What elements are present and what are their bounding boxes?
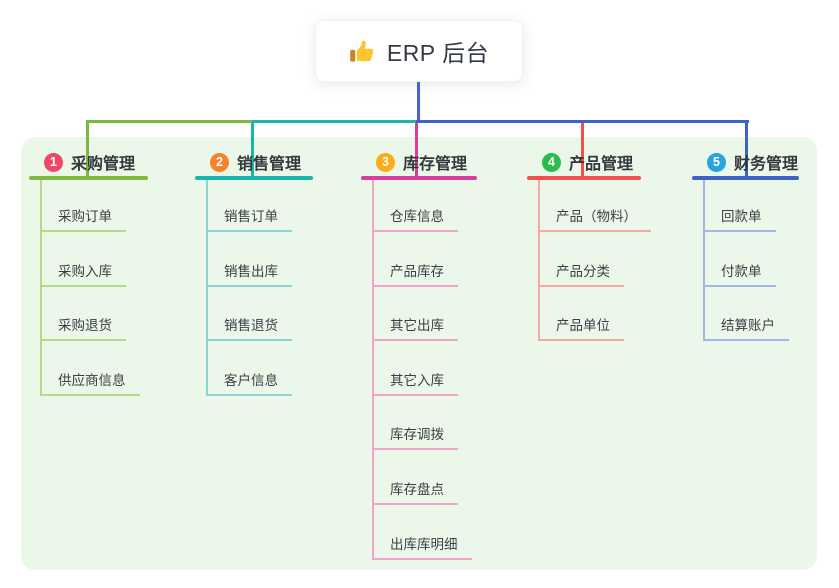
child-node[interactable]: 付款单	[703, 259, 776, 287]
child-node[interactable]: 回款单	[703, 204, 776, 232]
branch-trunk-line	[40, 180, 42, 396]
branch-title: 财务管理	[734, 156, 799, 173]
child-node[interactable]: 产品（物料）	[538, 204, 651, 232]
child-node[interactable]: 其它出库	[372, 313, 458, 342]
branch-number-badge: 5	[707, 152, 726, 172]
branch-4-drop-line	[581, 120, 584, 178]
branch-sales: 2 销售管理 销售订单销售出库销售退货客户信息	[195, 150, 313, 396]
child-node[interactable]: 产品分类	[538, 259, 624, 287]
branch-title: 采购管理	[71, 156, 136, 173]
branch-trunk-line	[206, 180, 208, 396]
branch-1-drop-line	[86, 120, 89, 178]
root-node-label: ERP 后台	[386, 40, 490, 66]
child-node[interactable]: 销售订单	[206, 204, 292, 232]
branch-number-badge: 3	[376, 152, 395, 172]
child-node[interactable]: 产品库存	[372, 259, 458, 287]
child-node[interactable]: 其它入库	[372, 368, 458, 396]
branch-title: 产品管理	[569, 156, 634, 173]
branch-5-drop-line	[745, 120, 748, 178]
root-connector-line	[417, 82, 420, 121]
connector-segment-blue	[416, 120, 749, 123]
branch-heading[interactable]: 3 库存管理	[361, 150, 477, 174]
child-node[interactable]: 供应商信息	[40, 368, 140, 396]
branch-number-badge: 2	[210, 152, 229, 172]
branch-2-drop-line	[251, 120, 254, 178]
branch-trunk-line	[538, 180, 540, 342]
branch-underline	[195, 176, 313, 180]
branch-product: 4 产品管理 产品（物料） 产品分类产品单位	[527, 150, 651, 342]
connector-segment-teal	[252, 120, 417, 123]
child-node[interactable]: 出库库明细	[372, 532, 472, 560]
root-node[interactable]: ERP 后台	[315, 20, 523, 82]
branch-title: 销售管理	[237, 156, 302, 173]
child-node[interactable]: 销售退货	[206, 313, 292, 342]
branch-inventory: 3 库存管理 仓库信息产品库存其它出库其它入库库存调拨库存盘点出库库明细	[361, 150, 477, 560]
branch-trunk-line	[372, 180, 374, 560]
child-node[interactable]: 仓库信息	[372, 204, 458, 232]
child-node[interactable]: 采购订单	[40, 204, 126, 232]
child-node[interactable]: 客户信息	[206, 368, 292, 396]
branch-3-drop-line	[415, 120, 418, 178]
branch-number-badge: 1	[44, 152, 63, 172]
branch-heading[interactable]: 2 销售管理	[195, 150, 313, 174]
branch-finance: 5 财务管理 回款单付款单结算账户	[692, 150, 799, 342]
branch-title: 库存管理	[403, 156, 468, 173]
branch-underline	[692, 176, 799, 180]
branch-underline	[527, 176, 641, 180]
branch-underline	[29, 176, 148, 180]
branch-procurement: 1 采购管理 采购订单采购入库采购退货供应商信息	[29, 150, 148, 396]
branch-heading[interactable]: 4 产品管理	[527, 150, 641, 174]
child-node[interactable]: 库存盘点	[372, 477, 458, 505]
connector-segment-green	[87, 120, 253, 123]
child-node[interactable]: 采购退货	[40, 313, 126, 342]
child-node[interactable]: 库存调拨	[372, 422, 458, 451]
child-node[interactable]: 产品单位	[538, 313, 624, 342]
branch-heading[interactable]: 1 采购管理	[29, 150, 148, 174]
child-node[interactable]: 采购入库	[40, 259, 126, 287]
mindmap-panel	[21, 137, 817, 570]
branch-number-badge: 4	[542, 152, 561, 172]
child-node[interactable]: 销售出库	[206, 259, 292, 287]
branch-underline	[361, 176, 477, 180]
branch-heading[interactable]: 5 财务管理	[692, 150, 799, 174]
thumbs-up-icon	[349, 38, 376, 65]
child-node[interactable]: 结算账户	[703, 313, 789, 342]
branch-trunk-line	[703, 180, 705, 342]
